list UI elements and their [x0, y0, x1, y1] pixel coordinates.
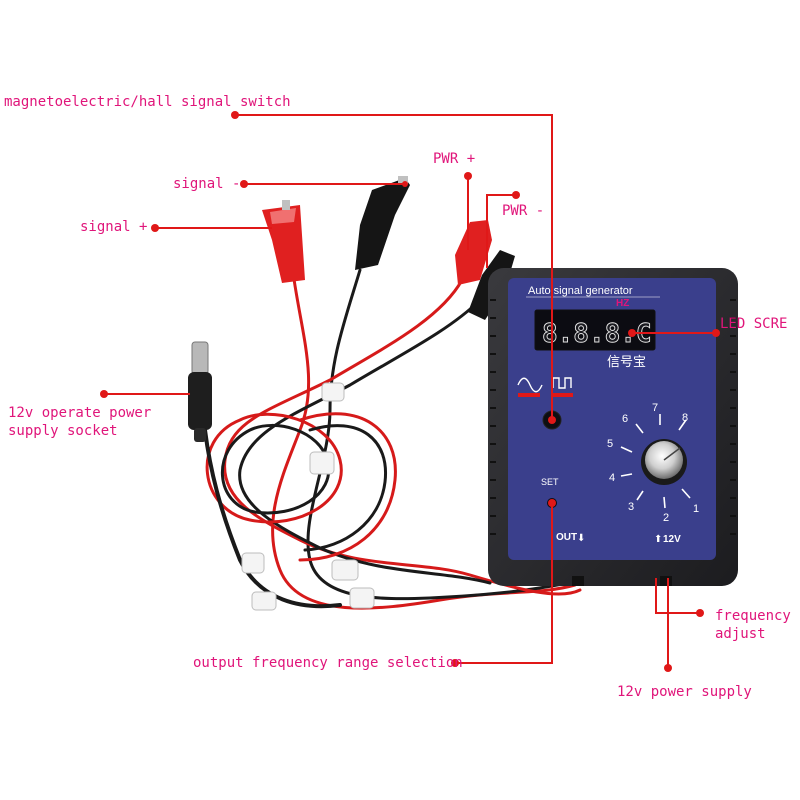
dial-number: 8	[682, 412, 688, 424]
freq-adjust-callout: frequency adjust	[715, 607, 799, 643]
in-arrow-icon: ⬆	[654, 534, 662, 545]
signal-plus-callout: signal +	[80, 219, 148, 235]
leader-lines	[104, 114, 716, 668]
dial-numbers: 1 2 3 4 5 6 7 8	[607, 402, 699, 524]
power-supply-callout: 12v power supply	[617, 684, 752, 700]
power-plug-cable	[203, 428, 342, 609]
leader-dots	[100, 111, 720, 672]
signal-generator-device: Auto signal generator HZ 8.8.8.C 信号宝 SET…	[488, 268, 738, 586]
sine-indicator	[518, 393, 540, 397]
pwr-minus-leader	[486, 194, 516, 268]
freq-adjust-line1: frequency	[715, 608, 791, 624]
hall-switch-callout: magnetoelectric/hall signal switch	[4, 94, 291, 110]
output-jack	[572, 576, 584, 586]
led-digits: 8.8.8.C	[542, 319, 652, 349]
cable-ties	[241, 382, 375, 611]
pwr-minus-callout: PWR -	[502, 203, 545, 219]
pwr-plus-clip	[455, 220, 492, 285]
grip-ridges	[490, 299, 736, 535]
freq-range-leader	[455, 503, 553, 664]
power-label: 12V	[663, 534, 681, 545]
led-screen-callout: LED SCRE	[720, 316, 788, 332]
device-title: Auto signal generator	[528, 285, 633, 297]
dial-number: 3	[628, 501, 634, 513]
dial-number: 1	[693, 503, 699, 515]
power-jack	[660, 576, 672, 586]
dial-number: 6	[622, 413, 628, 425]
alligator-clips	[262, 176, 515, 320]
cable-bundle	[203, 263, 582, 610]
power-socket-line2: supply socket	[8, 423, 118, 439]
freq-adjust-leader	[655, 578, 700, 614]
hall-switch-leader	[235, 114, 553, 420]
dial-number: 7	[652, 402, 658, 414]
set-label: SET	[541, 477, 559, 487]
dial-number: 2	[663, 512, 669, 524]
out-arrow-icon: ⬇	[577, 533, 585, 544]
unit-label: HZ	[616, 298, 629, 309]
square-wave-icon	[552, 377, 572, 389]
waveform-icons	[517, 377, 572, 393]
chinese-name: 信号宝	[607, 354, 646, 369]
pwr-minus-wire	[238, 298, 492, 585]
dial-number: 4	[609, 472, 615, 484]
signal-minus-callout: signal -	[173, 176, 241, 192]
power-plug	[188, 341, 212, 442]
led-display	[534, 309, 656, 351]
sine-wave-icon	[517, 377, 543, 393]
pwr-plus-callout: PWR +	[433, 151, 476, 167]
freq-range-callout: output frequency range selection	[193, 655, 463, 671]
square-indicator	[553, 393, 573, 397]
dial-number: 5	[607, 438, 613, 450]
signal-plus-clip	[262, 200, 305, 283]
freq-adjust-line2: adjust	[715, 626, 766, 642]
dial-ticks	[620, 414, 691, 509]
power-socket-callout: 12v operate power supply socket	[8, 404, 178, 440]
signal-minus-clip	[355, 176, 410, 270]
pwr-plus-wire	[223, 278, 582, 596]
out-label: OUT	[556, 532, 577, 543]
power-socket-line1: 12v operate power	[8, 405, 152, 421]
